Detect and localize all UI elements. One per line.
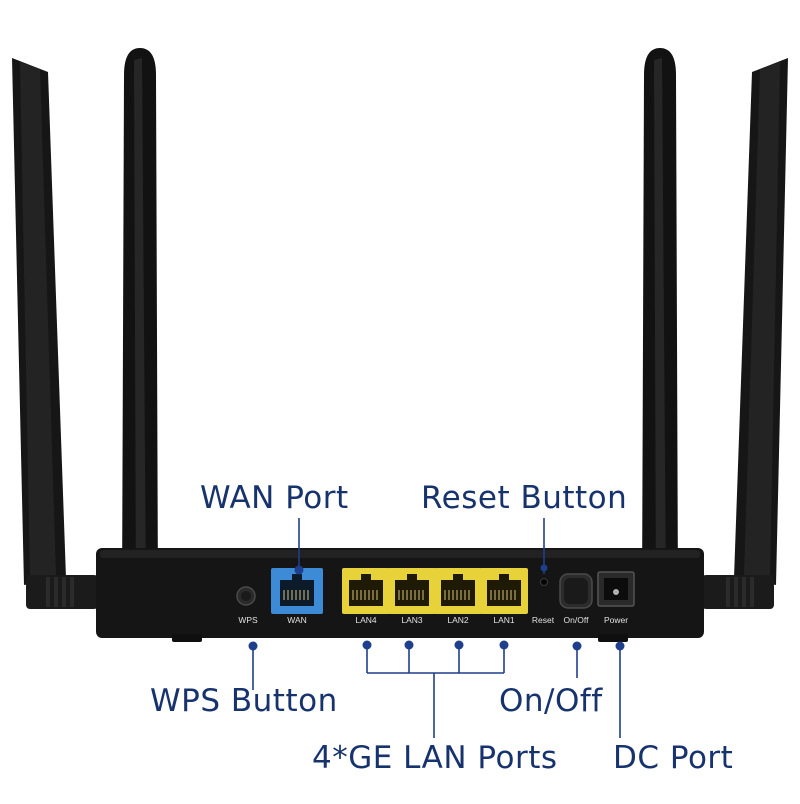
antenna-inner-left: [122, 48, 158, 600]
callout-on-off: On/Off: [499, 683, 603, 719]
dc-power-jack[interactable]: [597, 571, 635, 607]
wan-port[interactable]: [271, 568, 323, 614]
lan-port-2[interactable]: [434, 568, 482, 614]
panel-label-lan3: LAN3: [401, 615, 423, 625]
wps-button[interactable]: [236, 586, 256, 606]
panel-label-wan: WAN: [287, 615, 307, 625]
antenna-inner-right: [642, 48, 678, 600]
reset-button[interactable]: [540, 578, 548, 586]
callout-wan-port: WAN Port: [200, 480, 349, 516]
antenna-far-left: [12, 58, 98, 609]
panel-label-power: Power: [604, 615, 628, 625]
leader-dots: [248, 564, 625, 651]
panel-label-wps: WPS: [238, 615, 258, 625]
lan-port-1[interactable]: [480, 568, 528, 614]
callout-wps-button: WPS Button: [150, 683, 338, 719]
panel-label-reset: Reset: [532, 615, 555, 625]
panel-label-lan2: LAN2: [447, 615, 469, 625]
power-switch[interactable]: [559, 573, 593, 609]
callout-reset-button: Reset Button: [421, 480, 628, 516]
panel-label-lan1: LAN1: [493, 615, 515, 625]
lan-port-4[interactable]: [342, 568, 390, 614]
callout-dc-port: DC Port: [613, 740, 734, 776]
leader-lines: [252, 518, 621, 738]
panel-label-lan4: LAN4: [355, 615, 377, 625]
panel-label-on-off: On/Off: [564, 615, 590, 625]
antenna-far-right: [702, 58, 788, 609]
lan-port-3[interactable]: [388, 568, 436, 614]
callout-lan-ports: 4*GE LAN Ports: [312, 740, 558, 776]
